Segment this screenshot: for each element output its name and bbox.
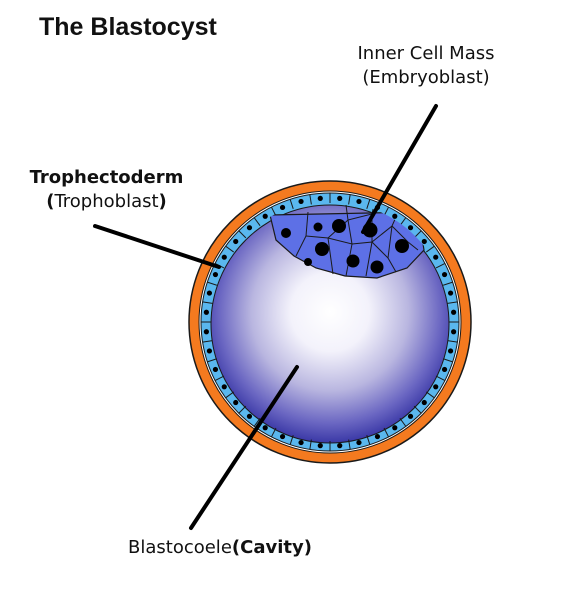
icm-nucleus <box>315 242 329 256</box>
trophectoderm-nucleus <box>392 425 398 431</box>
trophectoderm-nucleus <box>407 413 414 419</box>
trophectoderm-nucleus <box>392 213 398 219</box>
trophectoderm-nucleus <box>337 195 343 201</box>
trophectoderm-cell-border <box>348 439 351 450</box>
pointer-blastocoele <box>189 365 299 530</box>
trophectoderm-cell-border <box>443 358 453 363</box>
trophectoderm-nucleus <box>447 290 454 296</box>
trophectoderm-nucleus <box>356 439 362 446</box>
trophectoderm-cell-border <box>399 417 407 427</box>
inner-cell-mass-label-line1: Inner Cell Mass <box>357 43 495 64</box>
trophectoderm-cell-borders <box>201 193 459 451</box>
icm-nucleus <box>304 258 312 266</box>
trophectoderm-cell-border <box>207 281 217 286</box>
trophectoderm-nucleus <box>317 443 323 449</box>
trophectoderm-cell-border <box>289 435 294 445</box>
trophectoderm-nucleus <box>246 225 253 231</box>
trophectoderm-paren-open: ( <box>46 191 55 212</box>
trophectoderm-cell-border <box>214 375 225 382</box>
trophectoderm-nucleus <box>407 225 414 231</box>
trophectoderm-nucleus <box>337 443 343 449</box>
trophectoderm-label-sub: Trophoblast <box>54 191 159 212</box>
trophectoderm-label: Trophectoderm (Trophoblast) <box>19 166 194 214</box>
inner-cell-mass <box>269 201 425 279</box>
trophectoderm-nucleus <box>203 329 209 335</box>
trophectoderm-nucleus <box>298 439 304 446</box>
trophectoderm-nucleus <box>262 425 268 431</box>
trophectoderm-nucleus <box>421 399 427 406</box>
trophectoderm-nucleus <box>279 204 286 211</box>
trophectoderm-nucleus <box>221 254 227 260</box>
trophectoderm-cell-border <box>202 301 213 304</box>
trophectoderm-nucleus <box>451 309 457 315</box>
trophectoderm-cell-border <box>435 262 446 269</box>
inner-cell-mass-cell-borders <box>295 201 419 277</box>
blastocoele-label-paren: (Cavity) <box>231 537 312 558</box>
blastocoele-label: Blastocoele(Cavity) <box>128 536 312 560</box>
icm-nucleus <box>332 219 346 233</box>
trophectoderm-nucleus <box>447 348 454 354</box>
trophectoderm-nucleus <box>441 271 448 278</box>
trophectoderm-paren-close: ) <box>158 191 167 212</box>
pointer-inner-cell-mass <box>361 104 438 234</box>
trophectoderm-cell-border <box>270 427 277 438</box>
blastocoele-label-name: Blastocoele <box>128 537 232 558</box>
trophectoderm-nucleus <box>246 413 253 419</box>
trophectoderm-nucleus <box>441 366 448 373</box>
trophectoderm-nucleus <box>421 238 427 245</box>
icm-nucleus <box>281 228 291 238</box>
trophectoderm-label-line1: Trophectoderm <box>29 167 184 188</box>
trophectoderm-nucleus <box>374 433 381 440</box>
trophectoderm-nucleus <box>279 433 286 440</box>
icm-nucleus <box>346 254 360 268</box>
trophectoderm-nucleus <box>233 238 239 245</box>
trophectoderm-nucleus <box>212 366 219 373</box>
trophectoderm-nucleus <box>317 195 323 201</box>
trophectoderm-nucleus <box>203 309 209 315</box>
icm-nucleus <box>313 222 323 232</box>
trophectoderm-cell-border <box>253 417 261 427</box>
trophectoderm-cell-border <box>238 405 247 414</box>
trophectoderm-cell-border <box>443 281 453 286</box>
trophectoderm-nucleus <box>433 384 439 390</box>
inner-cell-mass-label: Inner Cell Mass (Embryoblast) <box>331 42 521 90</box>
trophectoderm-cell-border <box>413 405 422 414</box>
trophectoderm-cell-border <box>383 427 390 438</box>
pointer-trophectoderm <box>93 224 221 269</box>
trophectoderm-nucleus <box>298 198 304 205</box>
trophectoderm-nucleus <box>221 384 227 390</box>
trophectoderm-nucleus <box>206 348 213 354</box>
diagram-title: The Blastocyst <box>39 13 217 41</box>
trophectoderm-cell-border <box>309 194 312 205</box>
trophectoderm-nucleus <box>433 254 439 260</box>
trophectoderm-cell-border <box>225 391 235 399</box>
trophectoderm-cell-border <box>202 340 213 343</box>
trophectoderm-nucleus <box>451 329 457 335</box>
trophectoderm-nucleus <box>212 271 219 278</box>
trophectoderm-cell-border <box>309 439 312 450</box>
trophectoderm-cell-border <box>348 194 351 205</box>
trophectoderm-cell-border <box>366 199 371 209</box>
trophectoderm-nucleus <box>356 198 362 205</box>
inner-cell-mass-label-line2: (Embryoblast) <box>362 67 490 88</box>
trophectoderm-nucleus <box>262 213 268 219</box>
trophectoderm-cell-border <box>447 340 458 343</box>
icm-nucleus <box>395 239 409 253</box>
trophectoderm-cell-border <box>225 245 235 253</box>
trophectoderm-nucleus <box>233 399 239 406</box>
trophectoderm-nucleus <box>206 290 213 296</box>
trophectoderm-cell-border <box>447 301 458 304</box>
trophectoderm-cell-border <box>253 217 261 227</box>
trophectoderm-cell-border <box>425 245 435 253</box>
trophectoderm-nuclei <box>203 195 457 449</box>
trophectoderm-cell-border <box>435 375 446 382</box>
trophectoderm-cell-border <box>366 435 371 445</box>
trophectoderm-cell-border <box>425 391 435 399</box>
icm-nucleus <box>370 260 384 274</box>
trophectoderm-label-line2: (Trophoblast) <box>19 190 194 214</box>
trophectoderm-cell-border <box>289 199 294 209</box>
trophectoderm-cell-border <box>207 358 217 363</box>
trophectoderm-cell-border <box>238 230 247 239</box>
